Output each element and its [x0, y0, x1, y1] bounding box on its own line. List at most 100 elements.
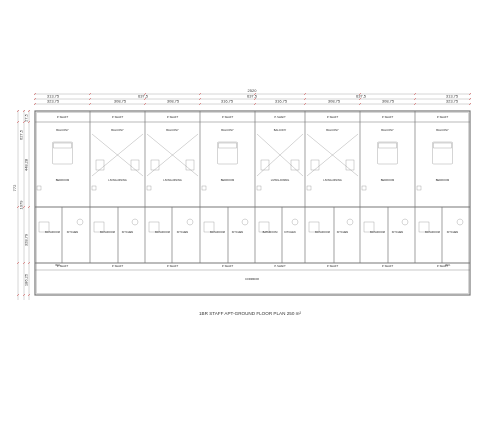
- dimension-tick: [143, 92, 147, 96]
- room-label-pshaft: P. SHAFT: [274, 115, 286, 119]
- dimension-tick: [27, 205, 31, 209]
- bathroom-fixture: [148, 221, 160, 233]
- room-label-pshaft-lower: P. SHAFT: [57, 264, 69, 268]
- dimension-tick: [33, 102, 37, 106]
- dimension-tick: [198, 92, 202, 96]
- room-labels: P. SHAFT BALCONY BEDROOM BATHROOM KITCHEN P. …: [45, 115, 458, 281]
- room-label-balcony: BALCONY: [56, 128, 69, 132]
- sofa-icon: [310, 159, 320, 171]
- dimension-tick: [16, 120, 20, 124]
- room-label-main: BEDROOM: [56, 178, 69, 182]
- bathroom-fixture: [38, 221, 50, 233]
- dimension-lines: [17, 93, 471, 300]
- room-label-main: BEDROOM: [221, 178, 234, 182]
- room-label-pshaft: P. SHAFT: [382, 115, 394, 119]
- room-label-main: BEDROOM: [381, 178, 394, 182]
- room-label-wc: W.C.: [55, 263, 61, 267]
- dimension-tick: [16, 109, 20, 113]
- dimension-ticks: [16, 92, 472, 297]
- window-marker: [201, 185, 207, 191]
- table-icon: [291, 218, 299, 226]
- room-label-pshaft: P. SHAFT: [112, 115, 124, 119]
- dimension-tick: [253, 97, 257, 101]
- room-label-main: LIVING-DINING: [271, 178, 289, 182]
- left-dimension-label: 772: [12, 184, 17, 191]
- room-label-bathroom: BATHROOM: [425, 230, 440, 234]
- left-dimension-label: 27,5: [24, 113, 29, 122]
- table-icon: [346, 218, 354, 226]
- bathroom-fixture: [418, 221, 430, 233]
- bathroom-fixture: [93, 221, 105, 233]
- dimension-tick: [27, 293, 31, 297]
- dimension-tick: [253, 102, 257, 106]
- interior-walls: [61, 111, 443, 263]
- dimension-tick: [16, 293, 20, 297]
- dimension-tick: [88, 102, 92, 106]
- window-marker: [361, 185, 367, 191]
- table-icon: [186, 218, 194, 226]
- table-icon: [401, 218, 409, 226]
- room-label-balcony: BALCONY: [274, 128, 287, 132]
- armchair-icon: [345, 159, 355, 171]
- room-label-pshaft-lower: P. SHAFT: [274, 264, 286, 268]
- room-label-balcony: BALCONY: [326, 128, 339, 132]
- bed-icon: [52, 141, 73, 165]
- second-dimension-label: 308,75: [167, 99, 180, 104]
- dimension-tick: [468, 92, 472, 96]
- dimension-tick: [358, 102, 362, 106]
- dimension-tick: [22, 261, 26, 265]
- room-label-pshaft: P. SHAFT: [57, 115, 69, 119]
- bed-icon: [217, 141, 238, 165]
- dimension-tick: [413, 92, 417, 96]
- room-label-kitchen: KITCHEN: [232, 230, 244, 234]
- bed-icon: [377, 141, 398, 165]
- top-dimension-label: 313,75: [446, 94, 459, 99]
- bathroom-fixture: [363, 221, 375, 233]
- pillow-icon: [53, 142, 72, 149]
- room-label-pshaft-lower: P. SHAFT: [437, 264, 449, 268]
- dimension-tick: [413, 102, 417, 106]
- bathroom-fixture: [258, 221, 270, 233]
- room-label-balcony: BALCONY: [166, 128, 179, 132]
- room-label-kitchen: KITCHEN: [392, 230, 404, 234]
- dimension-tick: [468, 97, 472, 101]
- room-label-bathroom: BATHROOM: [45, 230, 60, 234]
- pillow-icon: [378, 142, 397, 149]
- bed-icon: [432, 141, 453, 165]
- room-label-kitchen: KITCHEN: [337, 230, 349, 234]
- left-dimension-label: 328,79: [24, 233, 29, 246]
- second-dimension-label: 316,75: [275, 99, 288, 104]
- room-label-pshaft: P. SHAFT: [437, 115, 449, 119]
- table-icon: [76, 218, 84, 226]
- overall-dimension: 2520: [248, 88, 258, 93]
- armchair-icon: [130, 159, 140, 171]
- room-label-pshaft-lower: P. SHAFT: [167, 264, 179, 268]
- second-dimension-label: 316,75: [221, 99, 234, 104]
- room-label-pshaft-lower: P. SHAFT: [112, 264, 124, 268]
- room-label-kitchen: KITCHEN: [447, 230, 459, 234]
- window-marker: [36, 185, 42, 191]
- room-label-main: LIVING-DINING: [323, 178, 341, 182]
- bathroom-fixture: [308, 221, 320, 233]
- dimension-tick: [358, 97, 362, 101]
- dimension-tick: [27, 261, 31, 265]
- room-label-bathroom: BATHROOM: [100, 230, 115, 234]
- room-label-pshaft: P. SHAFT: [167, 115, 179, 119]
- dimension-tick: [143, 102, 147, 106]
- diagonal-marker: [256, 133, 304, 177]
- dimension-tick: [33, 92, 37, 96]
- bathroom-fixture: [203, 221, 215, 233]
- room-label-balcony: BALCONY: [436, 128, 449, 132]
- dimension-tick: [198, 102, 202, 106]
- dimension-tick: [303, 97, 307, 101]
- building-outline: [34, 110, 471, 296]
- dimension-tick: [22, 205, 26, 209]
- second-dimension-label: 308,75: [114, 99, 127, 104]
- sofa-icon: [95, 159, 105, 171]
- left-dimension-label: 448,28: [24, 158, 29, 171]
- room-label-pshaft-lower: P. SHAFT: [327, 264, 339, 268]
- dimension-tick: [22, 120, 26, 124]
- second-dimension-label: 323,75: [446, 99, 459, 104]
